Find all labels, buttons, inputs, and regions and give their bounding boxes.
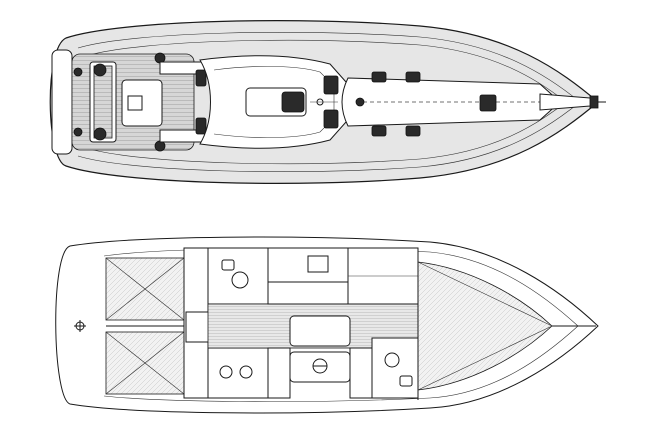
bunk-crease xyxy=(105,257,185,321)
saloon-settee-port xyxy=(267,281,349,305)
winch-icon xyxy=(73,127,83,137)
saloon-table xyxy=(289,351,351,383)
aft-head xyxy=(207,247,269,305)
sink-icon xyxy=(219,365,233,379)
bunk-crease xyxy=(417,325,553,391)
bunk-crease xyxy=(105,331,185,395)
bunk-crease xyxy=(417,261,553,327)
hatch-icon xyxy=(323,109,339,129)
mast-icon xyxy=(316,98,324,106)
saloon-settee-side xyxy=(349,347,373,399)
hatch-icon xyxy=(479,94,497,112)
hatch-icon xyxy=(405,125,421,137)
winch-icon xyxy=(93,127,107,141)
hatch-icon xyxy=(371,125,387,137)
hatch-icon xyxy=(371,71,387,83)
hatch-icon xyxy=(323,75,339,95)
anchor-roller xyxy=(589,95,599,109)
toilet-icon xyxy=(384,352,400,368)
sink-icon xyxy=(399,375,413,387)
galley xyxy=(207,347,269,399)
toilet-icon xyxy=(231,271,249,289)
deck-plan xyxy=(49,20,606,184)
winch-icon xyxy=(73,67,83,77)
winch-icon xyxy=(195,69,207,87)
sink-icon xyxy=(221,259,235,271)
winch-icon xyxy=(195,117,207,135)
forward-head xyxy=(371,337,419,399)
hatch-icon xyxy=(281,91,305,113)
helm-seat-teak xyxy=(93,65,113,139)
hatch-icon xyxy=(405,71,421,83)
sink-icon xyxy=(239,365,253,379)
nav-desk xyxy=(307,255,329,273)
table-leaf xyxy=(127,95,143,111)
transom-bench xyxy=(51,49,73,155)
winch-icon xyxy=(93,63,107,77)
saloon-settee-starboard xyxy=(267,347,291,399)
saloon-sofa xyxy=(289,315,351,347)
windlass-icon xyxy=(355,97,365,107)
interior-layout xyxy=(55,236,599,414)
